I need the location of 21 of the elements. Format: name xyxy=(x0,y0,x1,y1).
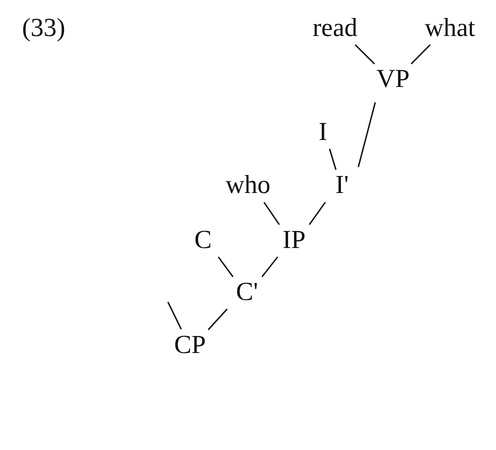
tree-branch-line xyxy=(410,44,431,64)
tree-branch-line xyxy=(167,302,182,330)
tree-node-label: C' xyxy=(236,278,258,306)
tree-branch-line xyxy=(354,44,375,64)
tree-branch-line xyxy=(218,256,234,278)
tree-node-label: I' xyxy=(335,171,349,199)
tree-branch-line xyxy=(308,202,326,226)
tree-node-label: IP xyxy=(282,226,306,254)
tree-node-label: C xyxy=(194,226,212,254)
example-number: (33) xyxy=(22,14,66,42)
tree-node-label: CP xyxy=(174,331,206,359)
tree-branch-line xyxy=(263,202,280,226)
tree-node-label: I xyxy=(318,118,328,146)
tree-node-label: VP xyxy=(376,65,410,93)
tree-node-label: read xyxy=(312,14,358,42)
tree-branch-line xyxy=(358,102,376,168)
tree-branch-line xyxy=(261,256,278,278)
tree-branch-line xyxy=(208,308,228,330)
tree-node-label: what xyxy=(424,14,476,42)
tree-node-label: who xyxy=(226,171,270,199)
tree-branch-line xyxy=(328,148,337,170)
